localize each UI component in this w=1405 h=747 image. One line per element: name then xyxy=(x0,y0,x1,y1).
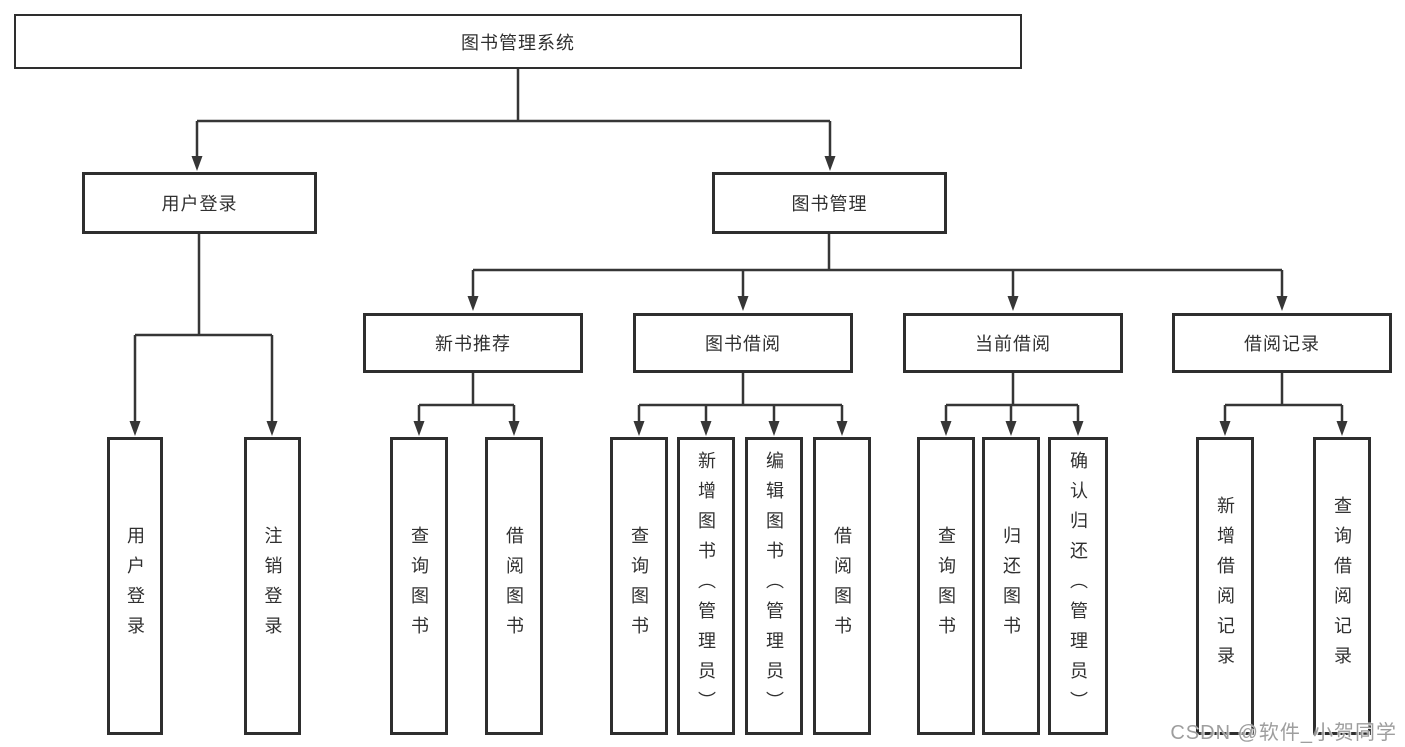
leaf-label: 查询图书 xyxy=(409,526,429,646)
node-borrow-records: 借阅记录 xyxy=(1172,313,1392,373)
leaf-user-login: 用户登录 xyxy=(107,437,163,735)
leaf-label: 新增借阅记录 xyxy=(1215,496,1235,676)
leaf-return-books: 归还图书 xyxy=(982,437,1040,735)
leaf-logout: 注销登录 xyxy=(244,437,301,735)
node-current-borrow: 当前借阅 xyxy=(903,313,1123,373)
leaf-edit-books-admin: 编辑图书（管理员） xyxy=(745,437,803,735)
leaf-query-borrow-record: 查询借阅记录 xyxy=(1313,437,1371,735)
node-book-management: 图书管理 xyxy=(712,172,947,234)
leaf-label: 查询图书 xyxy=(936,526,956,646)
leaf-label: 编辑图书（管理员） xyxy=(764,451,784,721)
csdn-watermark: CSDN @软件_小贺同学 xyxy=(1170,722,1397,744)
node-new-book-recommend: 新书推荐 xyxy=(363,313,583,373)
leaf-label: 查询图书 xyxy=(629,526,649,646)
leaf-borrow-books-recommend: 借阅图书 xyxy=(485,437,543,735)
leaf-label: 查询借阅记录 xyxy=(1332,496,1352,676)
node-library-system: 图书管理系统 xyxy=(14,14,1022,69)
leaf-label: 借阅图书 xyxy=(504,526,524,646)
leaf-add-books-admin: 新增图书（管理员） xyxy=(677,437,735,735)
leaf-label: 借阅图书 xyxy=(832,526,852,646)
leaf-borrow-books: 借阅图书 xyxy=(813,437,871,735)
node-book-borrow: 图书借阅 xyxy=(633,313,853,373)
leaf-label: 归还图书 xyxy=(1001,526,1021,646)
leaf-add-borrow-record: 新增借阅记录 xyxy=(1196,437,1254,735)
leaf-confirm-return-admin: 确认归还（管理员） xyxy=(1048,437,1108,735)
leaf-label: 确认归还（管理员） xyxy=(1068,451,1088,721)
leaf-query-books-borrow: 查询图书 xyxy=(610,437,668,735)
leaf-query-books-current: 查询图书 xyxy=(917,437,975,735)
leaf-label: 注销登录 xyxy=(262,526,283,646)
leaf-label: 新增图书（管理员） xyxy=(696,451,716,721)
leaf-query-books-recommend: 查询图书 xyxy=(390,437,448,735)
node-user-login: 用户登录 xyxy=(82,172,317,234)
leaf-label: 用户登录 xyxy=(125,526,145,646)
